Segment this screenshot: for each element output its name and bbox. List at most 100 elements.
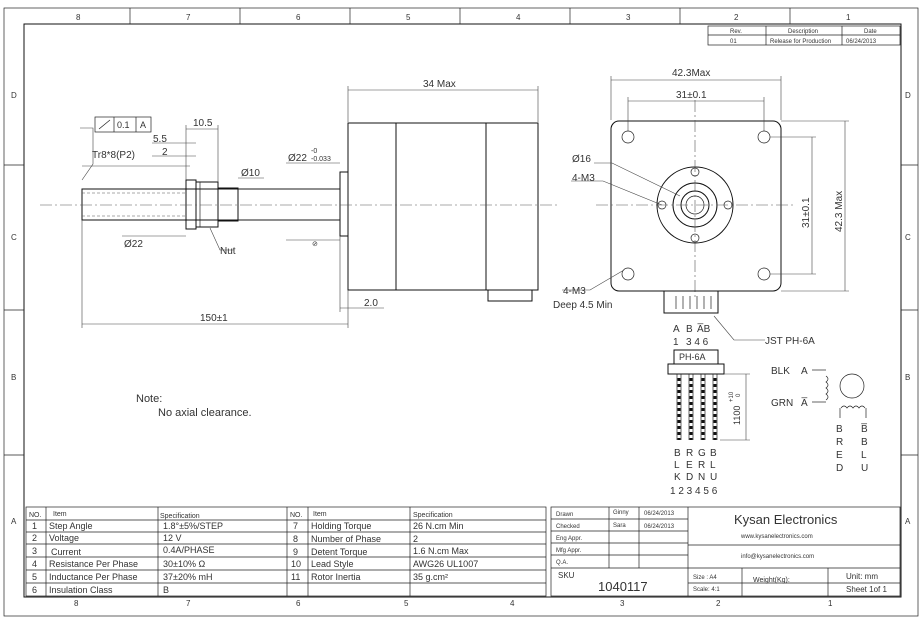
phase-a-bar-label: A̅	[801, 397, 808, 409]
dim-dia-22-tol: Ø22	[288, 153, 307, 164]
inner-frame	[23, 23, 902, 598]
zone-right: A	[905, 517, 911, 526]
scale-value: Scale: 4:1	[693, 587, 720, 593]
zone-bottom: 8	[74, 599, 79, 608]
dim-hole-spacing: 31±0.1	[676, 90, 707, 101]
spec-cell: 1.6 N.cm Max	[413, 546, 469, 556]
coil-b-right: B	[861, 437, 868, 448]
role-label: Eng Appr.	[556, 536, 582, 542]
rev-header: Rev.	[730, 29, 742, 35]
dim-dia-22: Ø22	[124, 239, 143, 250]
date-value: 06/24/2013	[846, 39, 877, 45]
spec-cell: 37±20% mH	[163, 572, 212, 582]
coil-b-right: L	[861, 450, 867, 461]
spec-table: NO. Item Specification NO. Item Specific…	[25, 506, 547, 597]
sheet-value: Sheet 1of 1	[846, 585, 887, 594]
spec-cell: 0.4A/PHASE	[163, 545, 215, 555]
zone-right: B	[905, 373, 910, 382]
role-date: 06/24/2013	[644, 511, 675, 517]
wire-label: R	[698, 460, 705, 471]
spec-cell: 1	[32, 521, 37, 531]
dim-5-5: 5.5	[153, 134, 167, 145]
coil-b-right: B̅	[861, 423, 868, 435]
dim-150: 150±1	[200, 313, 228, 324]
sku-label: SKU	[558, 571, 575, 580]
zone-ticks-side	[4, 164, 918, 456]
spec-header: Specification	[413, 512, 453, 519]
zone-markers-top: 8 7 6 5 4 3 2 1	[76, 13, 851, 22]
dim-2: 2	[162, 147, 168, 158]
spec-header: Item	[313, 511, 327, 518]
spec-cell: Rotor Inertia	[311, 572, 361, 582]
spec-cell: 2	[413, 534, 418, 544]
spec-cell: Current	[51, 547, 82, 557]
coil-b-left: R	[836, 437, 843, 448]
wire-label: D	[686, 472, 693, 483]
spec-cell: 6	[32, 585, 37, 595]
dim-height-max: 42.3 Max	[834, 191, 845, 232]
dim-2-0: 2.0	[364, 298, 378, 309]
date-header: Date	[864, 29, 877, 35]
spec-cell: 3	[32, 546, 37, 556]
nut-flange	[185, 179, 197, 230]
grn-label: GRN	[771, 398, 793, 409]
wire-harness: PH-6A 1100 +10 0 B L K R E D G R	[667, 349, 750, 497]
spec-cell: 30±10% Ω	[163, 559, 205, 569]
wire-label: K	[674, 472, 681, 483]
dim-height-spacing: 31±0.1	[801, 197, 812, 228]
spec-cell: 2	[32, 533, 37, 543]
role-name: Sara	[613, 523, 626, 529]
spec-cell: 35 g.cm²	[413, 572, 448, 582]
zone-right: C	[905, 233, 911, 242]
notes: Note: No axial clearance.	[136, 393, 252, 419]
spec-cell: 9	[293, 547, 298, 557]
spec-cell: 11	[291, 572, 300, 582]
spec-header: Specification	[160, 513, 200, 520]
role-label: Checked	[556, 524, 580, 530]
company-email: info@kysanelectronics.com	[741, 554, 814, 560]
dim-dia-10: Ø10	[241, 168, 260, 179]
wire-label: B	[674, 448, 681, 459]
datum-marker: ⊘	[312, 241, 318, 248]
zone-bottom: 7	[186, 599, 191, 608]
pin-row-letters: A̅B	[697, 323, 711, 335]
note-title: Note:	[136, 393, 162, 405]
pin-row-letters: A	[673, 324, 680, 335]
spec-cell: 12 V	[163, 533, 182, 543]
zone-top: 1	[846, 13, 851, 22]
wire-label: L	[710, 460, 716, 471]
coil-a	[825, 375, 829, 401]
spec-cell: 1.8°±5%/STEP	[163, 521, 223, 531]
rotor-symbol	[839, 373, 865, 399]
spec-cell: 26 N.cm Min	[413, 521, 464, 531]
wire-label: E	[686, 460, 693, 471]
front-dimensions: 42.3Max 31±0.1 31±0.1 42.3 Max Ø16 4-M3 …	[553, 68, 849, 348]
lead-length: 1100	[732, 406, 742, 425]
spec-cell: Number of Phase	[311, 534, 381, 544]
coil-b	[840, 405, 866, 409]
connector-bump	[487, 289, 533, 302]
zone-top: 4	[516, 13, 521, 22]
runout-value: 0.1	[117, 120, 130, 130]
dim-length-max: 34 Max	[423, 79, 456, 90]
zone-left: C	[11, 233, 17, 242]
dim-width-max: 42.3Max	[672, 68, 710, 79]
connector-label: JST PH-6A	[765, 336, 815, 347]
runout-datum: A	[140, 120, 146, 130]
dim-dia-22-lower: -0.033	[311, 156, 331, 163]
m3-front-label: 4-M3	[572, 173, 595, 184]
zone-ticks-top	[129, 8, 791, 24]
dim-dia-16: Ø16	[572, 154, 591, 165]
spec-cell: Step Angle	[49, 521, 93, 531]
zone-top: 8	[76, 13, 81, 22]
wiring-schematic: BLK A GRN A̅ B R E D B̅ B L U	[771, 366, 868, 474]
front-view	[596, 100, 796, 314]
company-name: Kysan Electronics	[734, 512, 838, 527]
role-label: Drawn	[556, 512, 573, 518]
note-text: No axial clearance.	[158, 407, 252, 419]
zone-bottom: 4	[510, 599, 515, 608]
spec-cell: Lead Style	[311, 559, 354, 569]
motor-body	[347, 122, 539, 291]
connector-small-label: PH-6A	[679, 352, 706, 362]
